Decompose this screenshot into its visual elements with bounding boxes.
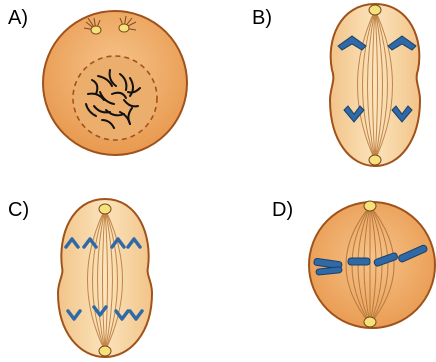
nucleus-envelope <box>73 56 157 140</box>
cell-prophase <box>40 8 190 158</box>
centrosome-bottom <box>99 346 111 356</box>
panel-label-b: B) <box>252 8 272 28</box>
cell-membrane <box>330 4 420 166</box>
cell-metaphase <box>308 198 436 332</box>
panel-label-c: C) <box>8 200 29 220</box>
cell-anaphase-bottom <box>50 195 160 360</box>
centrosome-bottom <box>369 155 381 165</box>
panel-label-a: A) <box>8 8 28 28</box>
centrosome-top <box>99 204 111 214</box>
centrosome-top <box>364 201 376 211</box>
panel-label-d: D) <box>272 200 293 220</box>
cell-anaphase-top <box>320 0 430 170</box>
centrosome-bottom <box>364 317 376 327</box>
centrosome-top <box>369 5 381 15</box>
cell-membrane <box>58 199 152 357</box>
